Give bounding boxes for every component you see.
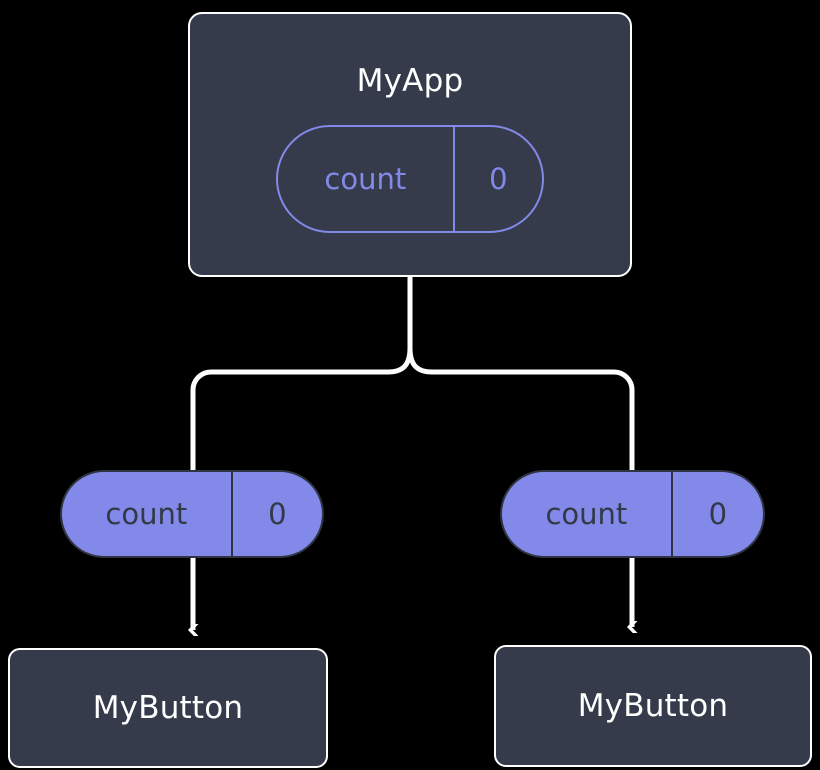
edge-myapp-to-left-state bbox=[190, 347, 413, 512]
state-pill-myapp-count[interactable]: count 0 bbox=[276, 125, 544, 233]
edge-myapp-to-right-state bbox=[407, 347, 635, 512]
node-mybutton-left[interactable]: MyButton bbox=[8, 648, 328, 768]
state-pill-left-count[interactable]: count 0 bbox=[60, 470, 324, 558]
state-pill-left-count-key: count bbox=[105, 496, 188, 531]
node-mybutton-right[interactable]: MyButton bbox=[494, 645, 812, 767]
node-mybutton-right-label: MyButton bbox=[577, 687, 729, 724]
node-mybutton-left-label: MyButton bbox=[92, 689, 244, 726]
state-pill-right-count[interactable]: count 0 bbox=[500, 470, 765, 558]
state-pill-myapp-count-key: count bbox=[324, 161, 407, 196]
state-pill-right-count-value: 0 bbox=[670, 472, 763, 556]
state-pill-myapp-count-value: 0 bbox=[452, 127, 542, 231]
state-pill-right-count-key: count bbox=[545, 496, 628, 531]
state-pill-left-count-value: 0 bbox=[230, 472, 322, 556]
node-myapp-label: MyApp bbox=[356, 63, 464, 99]
